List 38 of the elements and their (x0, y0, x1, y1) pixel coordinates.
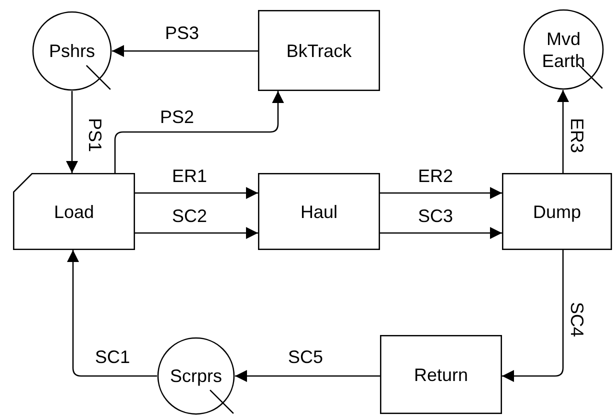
node-label: Haul (299, 200, 339, 222)
arrow (380, 227, 502, 239)
circle-node (32, 11, 112, 91)
edge-label: SC2 (172, 205, 208, 227)
process-box (258, 10, 380, 91)
arrow (135, 227, 258, 239)
arrow (380, 187, 502, 199)
circle-node (157, 337, 235, 415)
edge-label: PS3 (165, 22, 200, 44)
node-label: Dump (532, 200, 582, 222)
node-label: Return (412, 364, 470, 386)
arrow (502, 250, 564, 382)
node-label: BkTrack (285, 40, 353, 62)
arrow (557, 90, 569, 173)
edge-label: SC4 (566, 302, 588, 338)
edge-label: ER1 (172, 165, 208, 187)
arrow (114, 91, 284, 173)
arrow (67, 250, 157, 377)
node-label: Load (52, 200, 96, 222)
edge-label: SC1 (95, 346, 130, 368)
circle-node (523, 9, 604, 90)
process-box (13, 173, 135, 250)
arrow (235, 370, 380, 382)
edge-label: PS2 (160, 106, 194, 128)
process-box (502, 173, 612, 250)
node-label: Mvd Earth (540, 28, 586, 72)
process-box (380, 335, 502, 414)
process-box (258, 173, 380, 250)
arrow (135, 187, 258, 199)
arrow (112, 45, 258, 57)
edge-label: ER3 (566, 118, 588, 154)
node-label: Scrprs (168, 365, 223, 387)
edge-label: PS1 (84, 118, 106, 152)
arrow (66, 91, 78, 173)
edge-label: ER2 (418, 165, 454, 187)
edge-label: SC3 (418, 205, 454, 227)
edge-label: SC5 (288, 346, 324, 368)
node-label: Pshrs (48, 40, 96, 62)
